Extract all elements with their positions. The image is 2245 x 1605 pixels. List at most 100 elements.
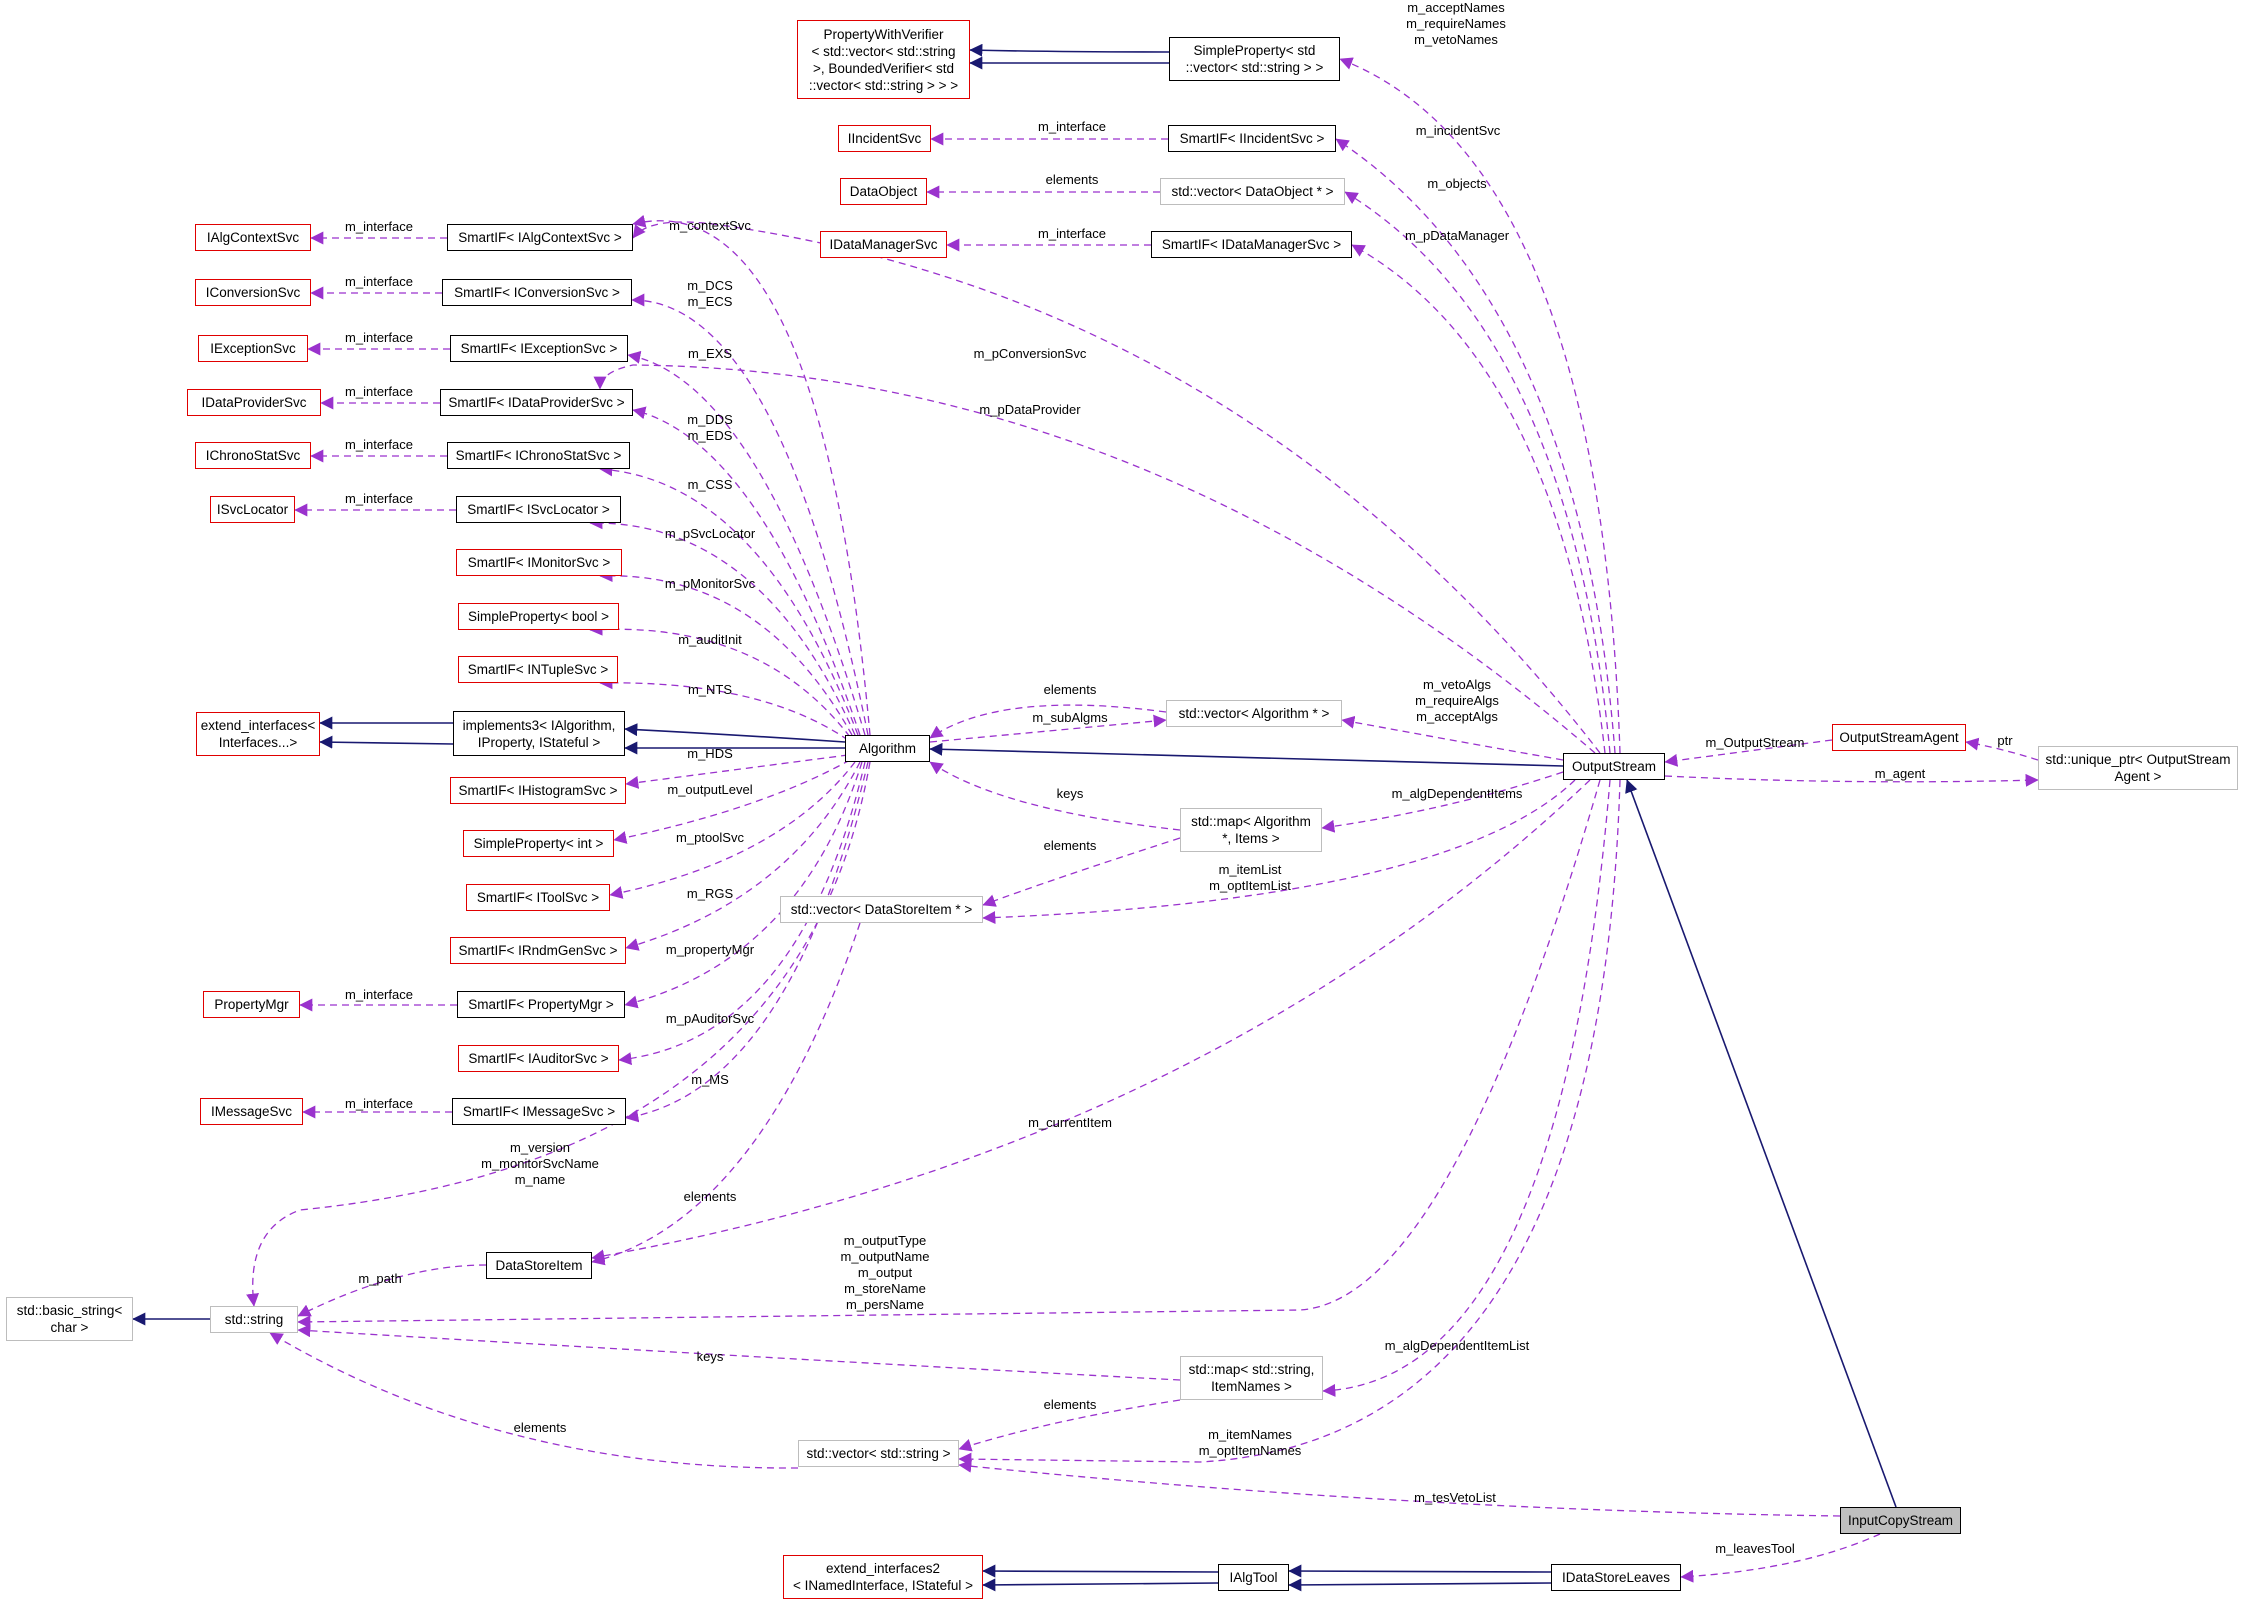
edge-label-ptr: ptr [1997,733,2013,748]
node-si-rndm[interactable]: SmartIF< IRndmGenSvc > [450,937,626,964]
usage-edge-33 [632,406,861,736]
usage-edge-51 [618,761,866,1066]
edge-label-dp-iface: m_interface [345,384,413,399]
node-map-alg: std::map< Algorithm *, Items > [1180,808,1322,852]
node-si-exc[interactable]: SmartIF< IExceptionSvc > [450,335,628,362]
node-ialgtool[interactable]: IAlgTool [1218,1564,1289,1591]
edge-label-pmon: m_pMonitorSvc [664,576,756,591]
usage-edge-36 [599,569,853,736]
node-vec-str: std::vector< std::string > [798,1440,959,1467]
node-sp-int[interactable]: SimpleProperty< int > [463,830,614,857]
usage-edge-42 [625,754,849,789]
usage-edge-52 [625,761,869,1123]
node-sp-vs[interactable]: SimpleProperty< std ::vector< std::strin… [1169,37,1340,81]
node-iconv[interactable]: IConversionSvc [195,279,311,306]
node-outputstream[interactable]: OutputStream [1563,753,1665,780]
node-idatamgr[interactable]: IDataManagerSvc [820,231,947,258]
edge-label-ms: m_MS [691,1072,729,1087]
node-si-chrono[interactable]: SmartIF< IChronoStatSvc > [447,442,630,469]
edge-label-ctxsvc: m_contextSvc [669,218,751,233]
usage-edge-66 [1965,737,2039,761]
edge-label-dm-iface: m_interface [1038,226,1106,241]
node-si-algctx[interactable]: SmartIF< IAlgContextSvc > [447,224,633,251]
edge-label-ctx-iface: m_interface [345,219,413,234]
node-si-svcloc[interactable]: SmartIF< ISvcLocator > [456,496,621,523]
node-isvcloc[interactable]: ISvcLocator [210,496,295,523]
usage-edge-59 [1322,779,1611,1397]
edge-label-outtype: m_outputType m_outputName m_output m_sto… [840,1233,930,1312]
usage-edge-43 [613,759,851,844]
edge-label-incident: m_incidentSvc [1415,123,1501,138]
inheritance-edge-6 [929,742,1564,767]
usage-edge-27 [1351,244,1606,754]
node-ialgctx[interactable]: IAlgContextSvc [195,224,311,251]
node-si-auditor[interactable]: SmartIF< IAuditorSvc > [458,1045,619,1072]
node-si-ntuple[interactable]: SmartIF< INTupleSvc > [458,656,618,683]
edge-label-conv-iface: m_interface [345,274,413,289]
usage-edge-30 [631,293,869,736]
inheritance-edge-9 [982,1564,1219,1578]
node-inputcopy[interactable]: InputCopyStream [1840,1507,1961,1534]
node-pwv[interactable]: PropertyWithVerifier < std::vector< std:… [797,20,970,99]
usage-edge-62 [958,779,1621,1466]
usage-edge-61 [958,1399,1181,1452]
edge-label-curitem: m_currentItem [1028,1115,1112,1130]
node-si-conv[interactable]: SmartIF< IConversionSvc > [442,279,632,306]
edge-label-keys1: keys [1056,786,1084,801]
node-si-hist[interactable]: SmartIF< IHistogramSvc > [450,777,626,804]
node-si-msg[interactable]: SmartIF< IMessageSvc > [452,1098,626,1125]
node-idsleaves[interactable]: IDataStoreLeaves [1551,1564,1681,1591]
node-iincident[interactable]: IIncidentSvc [838,125,931,152]
node-sp-bool[interactable]: SimpleProperty< bool > [458,603,619,630]
usage-edge-48 [982,779,1576,925]
usage-edge-55 [591,922,861,1266]
node-dataobject[interactable]: DataObject [840,178,927,205]
edge-label-path: m_path [358,1271,402,1286]
edge-label-tesveto: m_tesVetoList [1414,1490,1496,1505]
edge-label-chrono-iface: m_interface [345,437,413,452]
usage-edge-24 [1339,57,1621,754]
node-vec-alg: std::vector< Algorithm * > [1166,700,1342,727]
edge-label-dcs: m_DCS m_ECS [687,278,733,309]
edge-label-alg-elements: elements [1043,682,1097,697]
node-idataprov[interactable]: IDataProviderSvc [187,389,321,416]
node-propmgr[interactable]: PropertyMgr [203,991,300,1018]
usage-edge-46 [609,761,856,899]
node-osagent[interactable]: OutputStreamAgent [1832,724,1966,751]
edge-label-ptool: m_ptoolSvc [676,830,744,845]
inheritance-edge-12 [1288,1578,1552,1592]
usage-edge-25 [1335,138,1616,754]
usage-edge-32 [593,364,1596,754]
edge-label-pm-iface: m_interface [345,987,413,1002]
node-si-dataprov[interactable]: SmartIF< IDataProviderSvc > [440,389,633,416]
usage-edge-63 [958,1459,1841,1517]
node-vec-dsi: std::vector< DataStoreItem * > [780,896,983,923]
edge-label-algdep: m_algDependentItems [1391,786,1523,801]
node-si-incident[interactable]: SmartIF< IIncidentSvc > [1168,125,1336,152]
node-si-monitor[interactable]: SmartIF< IMonitorSvc > [456,549,622,576]
inheritance-edge-11 [1288,1564,1552,1578]
usage-edge-56 [297,779,1601,1329]
node-stdstring: std::string [210,1306,298,1333]
edge-label-exc-iface: m_interface [345,330,413,345]
edge-label-objects: m_objects [1427,176,1487,191]
node-si-propmgr[interactable]: SmartIF< PropertyMgr > [457,991,625,1018]
node-si-tool[interactable]: SmartIF< IToolSvc > [466,884,610,911]
usage-edge-38 [599,676,849,741]
node-imsg[interactable]: IMessageSvc [200,1098,303,1125]
node-si-datamgr[interactable]: SmartIF< IDataManagerSvc > [1151,231,1352,258]
node-iexc[interactable]: IExceptionSvc [198,335,308,362]
node-ichrono[interactable]: IChronoStatSvc [195,442,311,469]
node-dsitem[interactable]: DataStoreItem [486,1252,592,1279]
node-impl3[interactable]: implements3< IAlgorithm, IProperty, ISta… [453,711,625,756]
edge-label-agent: m_agent [1874,766,1926,781]
usage-edge-31 [627,350,866,736]
node-extend-if2[interactable]: extend_interfaces2 < INamedInterface, IS… [783,1555,983,1599]
edge-label-do-elements: elements [1045,172,1099,187]
usage-edge-40 [929,714,1167,743]
edge-label-vetoalgs: m_vetoAlgs m_requireAlgs m_acceptAlgs [1415,677,1499,724]
usage-edge-45 [1321,771,1564,833]
node-algorithm[interactable]: Algorithm [845,735,930,762]
node-extend-if[interactable]: extend_interfaces< Interfaces...> [196,712,320,756]
